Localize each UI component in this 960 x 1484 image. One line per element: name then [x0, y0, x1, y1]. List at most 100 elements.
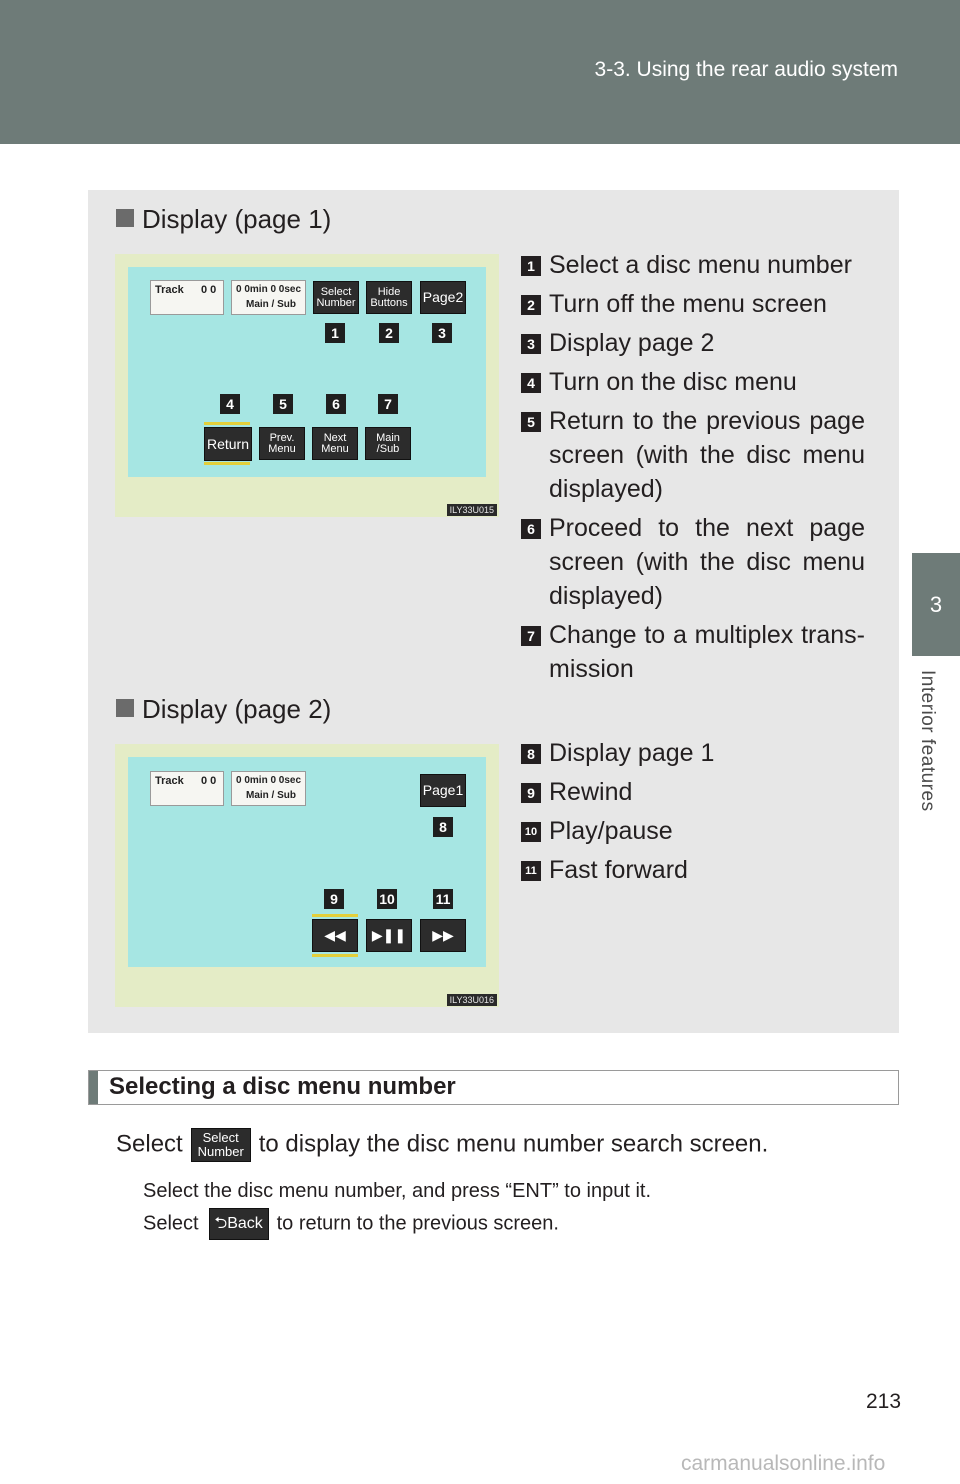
main-sub-label: Main / Sub: [246, 299, 296, 310]
callout-text: Turn off the menu screen: [549, 290, 827, 318]
callout-number: 1: [521, 256, 541, 276]
hide-buttons-line2: Buttons: [370, 296, 408, 309]
main-sub-button[interactable]: Main/Sub: [365, 427, 411, 460]
rewind-icon: ◀◀: [324, 927, 346, 943]
list-item: 6 Proceed to the next page screen (with t…: [521, 511, 865, 613]
section-heading-bar: Selecting a disc menu number: [88, 1070, 899, 1105]
chapter-label: Interior features: [917, 670, 938, 812]
callout-number: 6: [521, 519, 541, 539]
marker-7: 7: [378, 394, 398, 414]
marker-11: 11: [433, 889, 453, 909]
return-button[interactable]: Return: [204, 427, 252, 461]
callout-text: Play/pause: [549, 817, 673, 845]
callout-text: Display page 1: [549, 739, 715, 767]
prev-menu-button[interactable]: Prev.Menu: [259, 427, 305, 460]
highlight-bar: [312, 954, 358, 957]
track-value: 0 0: [201, 284, 217, 296]
callout-text: Rewind: [549, 778, 633, 806]
content-panel: Display (page 1) Track 0 0 0 0min 0 0sec…: [88, 190, 899, 1033]
page1-screen-image: Track 0 0 0 0min 0 0sec Main / Sub Selec…: [115, 254, 499, 517]
page1-heading-text: Display (page 1): [142, 204, 332, 234]
callout-text: Turn on the disc menu: [549, 368, 797, 396]
time-value: 0 0min 0 0sec: [236, 284, 302, 295]
hide-buttons-line1: Hide: [377, 285, 401, 298]
page2-screen-image: Track 0 0 0 0min 0 0sec Main / Sub Page1…: [115, 744, 499, 1007]
callout-text: Fast forward: [549, 856, 688, 884]
callout-number: 8: [521, 744, 541, 764]
marker-3: 3: [432, 323, 452, 343]
select-word: Select: [116, 1130, 183, 1158]
section-heading: Selecting a disc menu number: [109, 1073, 456, 1100]
callout-number: 2: [521, 295, 541, 315]
image-code: ILY33U015: [446, 504, 497, 516]
heading-accent: [89, 1071, 98, 1104]
chapter-tab[interactable]: 3: [912, 553, 960, 656]
list-item: 10 Play/pause: [521, 814, 865, 848]
highlight-bar: [204, 462, 250, 465]
marker-6: 6: [326, 394, 346, 414]
square-bullet-icon: [116, 209, 134, 227]
callout-number: 4: [521, 373, 541, 393]
callout-text: Display page 2: [549, 329, 715, 357]
callout-number: 3: [521, 334, 541, 354]
callout-text: Change to a multiplex trans-mission: [549, 621, 865, 683]
list-item: 4 Turn on the disc menu: [521, 365, 865, 399]
main-sub-label: Main / Sub: [246, 790, 296, 801]
highlight-bar: [204, 422, 250, 425]
marker-9: 9: [324, 889, 344, 909]
page-header: 3-3. Using the rear audio system: [0, 0, 960, 144]
image-code: ILY33U016: [446, 994, 497, 1006]
highlight-bar: [312, 914, 358, 917]
marker-5: 5: [273, 394, 293, 414]
list-item: 2 Turn off the menu screen: [521, 287, 865, 321]
select-number-line2: Number: [316, 296, 356, 309]
select-number-line1: Select: [320, 285, 352, 298]
time-display: 0 0min 0 0sec Main / Sub: [231, 280, 306, 315]
note-line-1: Select the disc menu number, and press “…: [143, 1180, 652, 1202]
track-display: Track 0 0: [150, 280, 224, 315]
track-label: Track: [155, 775, 184, 787]
screen-display-area: Track 0 0 0 0min 0 0sec Main / Sub Selec…: [128, 267, 486, 477]
callout-number: 7: [521, 626, 541, 646]
screen-display-area: Track 0 0 0 0min 0 0sec Main / Sub Page1…: [128, 757, 486, 967]
callout-number: 10: [521, 822, 541, 842]
callout-number: 5: [521, 412, 541, 432]
page2-button[interactable]: Page2: [420, 281, 466, 314]
page2-heading: Display (page 2): [116, 694, 331, 725]
track-label: Track: [155, 284, 184, 296]
fast-forward-button[interactable]: ▶▶: [420, 919, 466, 952]
time-value: 0 0min 0 0sec: [236, 775, 302, 786]
page1-heading: Display (page 1): [116, 204, 331, 235]
page2-heading-text: Display (page 2): [142, 694, 332, 724]
list-item: 7 Change to a multiplex trans-mission: [521, 618, 865, 686]
callout-number: 11: [521, 861, 541, 881]
rewind-button[interactable]: ◀◀: [312, 919, 358, 952]
back-inline-button[interactable]: ⮌Back: [208, 1208, 269, 1240]
callout-text: Proceed to the next page screen (with th…: [549, 514, 865, 610]
time-display: 0 0min 0 0sec Main / Sub: [231, 771, 306, 806]
next-menu-line1: Next: [323, 431, 347, 444]
prev-menu-line2: Menu: [268, 442, 296, 455]
callout-text: Select a disc menu number: [549, 251, 852, 279]
marker-10: 10: [377, 889, 397, 909]
select-word: Select: [143, 1212, 199, 1235]
marker-1: 1: [325, 323, 345, 343]
next-menu-line2: Menu: [321, 442, 349, 455]
list-item: 8 Display page 1: [521, 736, 865, 770]
marker-8: 8: [433, 817, 453, 837]
play-pause-button[interactable]: ▶❚❚: [366, 919, 412, 952]
list-item: 3 Display page 2: [521, 326, 865, 360]
select-number-inline-line1: Select: [202, 1130, 239, 1145]
page1-button[interactable]: Page1: [420, 774, 466, 807]
instruction-text: to display the disc menu number search s…: [258, 1130, 769, 1158]
play-pause-icon: ▶❚❚: [371, 927, 407, 943]
page1-callout-list: 1 Select a disc menu number 2 Turn off the…: [521, 248, 865, 691]
